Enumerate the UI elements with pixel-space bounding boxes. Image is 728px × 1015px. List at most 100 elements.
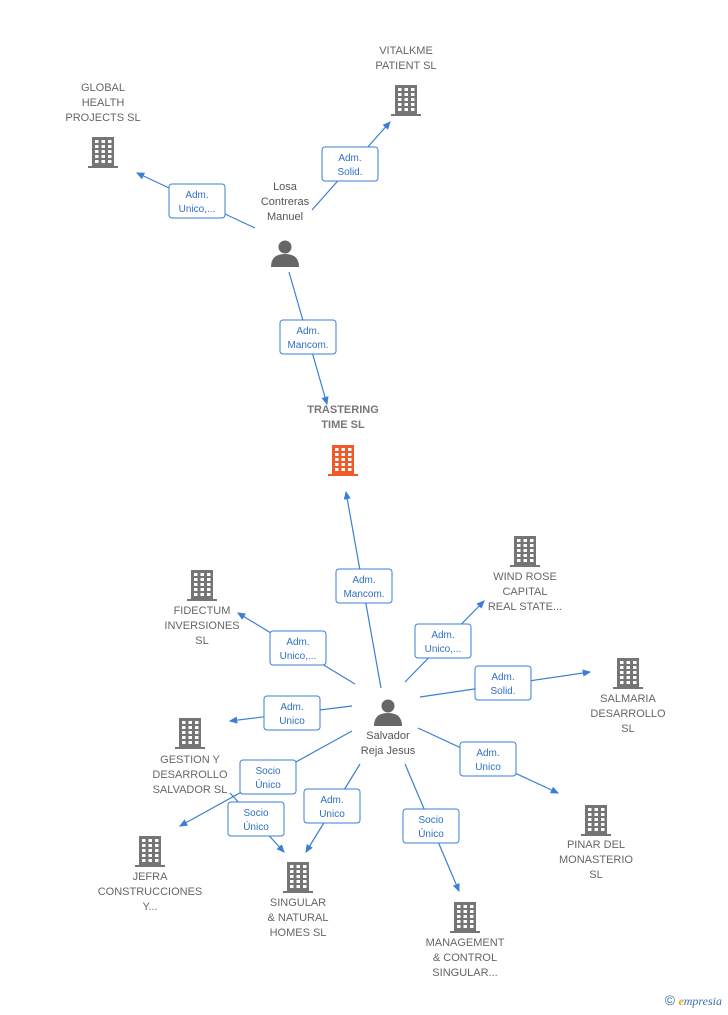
edge-label-line: Unico [319, 809, 345, 820]
edge-label-line: Unico [279, 716, 305, 727]
node-vitalkme[interactable]: VITALKME PATIENT SL [375, 45, 437, 116]
edge-label-box [239, 759, 297, 795]
edge-label-losa-trastering[interactable]: Adm. Mancom. [279, 319, 337, 355]
edge-label-line: Unico,... [425, 644, 462, 655]
node-label-line: GLOBAL [81, 82, 125, 94]
edge-label-line: Único [243, 820, 269, 833]
edge-label-line: Unico,... [179, 204, 216, 215]
edge-label-salvador-trastering[interactable]: Adm.Mancom. [335, 568, 393, 604]
edge-label-losa-global[interactable]: Adm. Unico,... [168, 183, 226, 219]
node-label-line: SALMARIA [600, 693, 656, 705]
node-label-line: GESTION Y [160, 754, 220, 766]
edge-label-losa-vitalkme[interactable]: Adm. Solid. [321, 146, 379, 182]
node-management[interactable]: MANAGEMENT& CONTROLSINGULAR... [426, 902, 505, 979]
building-icon [135, 836, 165, 867]
edge-label-line: Adm. [338, 153, 361, 164]
edge-label-box [414, 623, 472, 659]
building-icon [175, 718, 205, 749]
node-fidectum[interactable]: FIDECTUM INVERSIONES SL [164, 570, 240, 647]
edge-label-line: Socio [418, 815, 443, 826]
copyright-icon: © [664, 992, 676, 1008]
edge-label-box [269, 630, 327, 666]
edge-label-box [227, 801, 285, 837]
edge-label-salvador-windrose[interactable]: Adm. Unico,... [414, 623, 472, 659]
node-jefra[interactable]: JEFRACONSTRUCCIONESY... [98, 836, 203, 913]
edge-label-line: Único [418, 827, 444, 840]
edge-label-line: Unico [475, 762, 501, 773]
node-label-line: INVERSIONES [164, 620, 239, 632]
node-label-line: PATIENT SL [375, 60, 436, 72]
node-label-line: SL [195, 635, 208, 647]
edge-label-line: Unico,... [280, 651, 317, 662]
node-label-line: Salvador [366, 730, 410, 742]
node-label-line: MANAGEMENT [426, 937, 505, 949]
node-label-line: PINAR DEL [567, 839, 625, 851]
edge-label-line: Socio [255, 766, 280, 777]
node-label-line: SL [589, 869, 602, 881]
edge-label-line: Adm. [296, 326, 319, 337]
edge-label-salvador-salmaria[interactable]: Adm.Solid. [474, 665, 532, 701]
node-label-line: Manuel [267, 211, 303, 223]
node-label-line: Reja Jesus [361, 745, 416, 757]
building-icon [187, 570, 217, 601]
building-icon [613, 658, 643, 689]
person-icon [374, 699, 402, 726]
node-label-line: Losa [273, 181, 298, 193]
building-icon [391, 85, 421, 116]
node-label-line: SINGULAR [270, 897, 326, 909]
building-icon [450, 902, 480, 933]
building-icon [581, 805, 611, 836]
node-label-line: CONSTRUCCIONES [98, 886, 203, 898]
edge-label-line: Adm. [491, 672, 514, 683]
edge-label-line: Adm. [280, 702, 303, 713]
node-pinar[interactable]: PINAR DEL MONASTERIO SL [559, 805, 633, 881]
node-salmaria[interactable]: SALMARIA DESARROLLO SL [590, 658, 666, 735]
node-label-line: PROJECTS SL [65, 112, 140, 124]
copyright-footer[interactable]: © empresia [665, 992, 722, 1009]
node-label-line: DESARROLLO [152, 769, 228, 781]
edge-label-line: Mancom. [343, 589, 384, 600]
edge-labels-layer: Adm.Unico,...Adm.Solid.Adm.Mancom.Adm.Ma… [168, 146, 532, 844]
node-label-line: Contreras [261, 196, 310, 208]
node-label-line: VITALKME [379, 45, 433, 57]
edge-label-line: Adm. [320, 795, 343, 806]
edge-label-line: Adm. [431, 630, 454, 641]
edge-label-salvador-gestion[interactable]: Adm. Unico [263, 695, 321, 731]
edge-label-line: Adm. [185, 190, 208, 201]
node-label-line: FIDECTUM [174, 605, 231, 617]
node-label-line: MONASTERIO [559, 854, 633, 866]
node-label-line: Y... [142, 901, 157, 913]
edge-label-line: Adm. [286, 637, 309, 648]
empresia-logo[interactable]: empresia [678, 994, 722, 1008]
edge-label-box [474, 665, 532, 701]
edge-label-box [321, 146, 379, 182]
edge-label-salvador-fidectum[interactable]: Adm. Unico,... [269, 630, 327, 666]
person-icon [271, 240, 299, 267]
building-icon [328, 445, 358, 476]
node-label-line: & NATURAL [268, 912, 329, 924]
node-label-line: DESARROLLO [590, 708, 666, 720]
building-icon [88, 137, 118, 168]
node-label-line: TRASTERING [307, 404, 379, 416]
edge-label-salvador-singular[interactable]: Adm. Unico [303, 788, 361, 824]
node-label-line: SL [621, 723, 634, 735]
node-label-line: REAL STATE... [488, 601, 562, 613]
node-label-line: WIND ROSE [493, 571, 557, 583]
edge-label-line: Mancom. [287, 340, 328, 351]
edge-label-box [303, 788, 361, 824]
edge-label-line: Solid. [337, 167, 362, 178]
edge-label-box [263, 695, 321, 731]
edge-label-box [402, 808, 460, 844]
edge-label-salvador-pinar[interactable]: Adm.Unico [459, 741, 517, 777]
